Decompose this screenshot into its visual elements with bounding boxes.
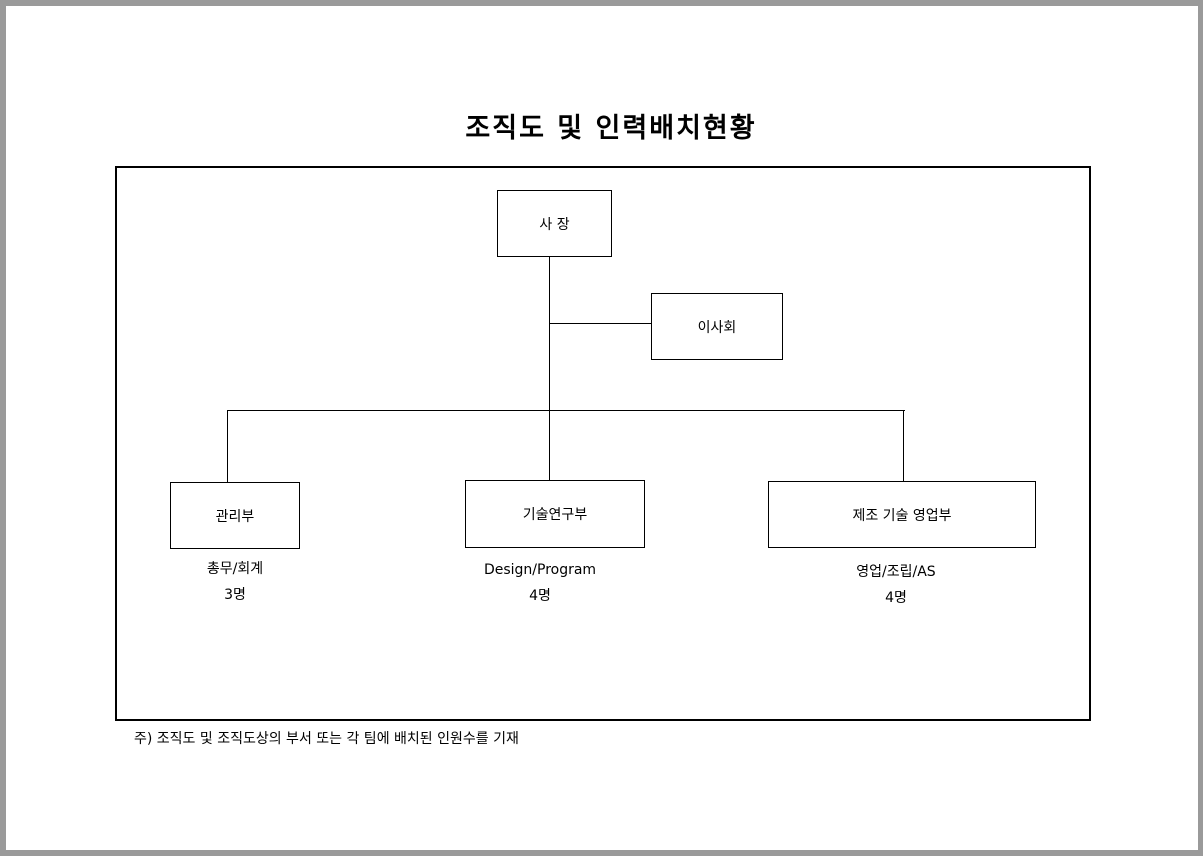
departments-horizontal-connector xyxy=(227,410,905,411)
research-dept-role: Design/Program xyxy=(483,562,597,578)
manufacturing-dept-box: 제조 기술 영업부 xyxy=(768,481,1036,548)
admin-dept-box: 관리부 xyxy=(170,482,300,549)
document-page: 조직도 및 인력배치현황 사 장 이사회 관리부 기술연구부 제조 기술 영업부… xyxy=(6,6,1198,850)
research-dept-label: 기술연구부 xyxy=(522,507,588,523)
admin-dept-role: 총무/회계 xyxy=(206,561,264,577)
manufacturing-dept-role: 영업/조립/AS xyxy=(856,564,936,580)
research-dept-headcount: 4명 xyxy=(529,588,551,604)
ceo-vertical-connector xyxy=(549,256,550,481)
org-chart-frame xyxy=(115,166,1091,721)
research-dept-caption: Design/Program 4명 xyxy=(465,557,615,609)
admin-dept-connector xyxy=(227,410,228,482)
admin-dept-caption: 총무/회계 3명 xyxy=(170,556,300,608)
ceo-box: 사 장 xyxy=(497,190,612,257)
admin-dept-label: 관리부 xyxy=(215,508,255,525)
ceo-label: 사 장 xyxy=(539,216,570,233)
manufacturing-dept-connector xyxy=(903,410,904,481)
board-label: 이사회 xyxy=(697,319,737,336)
footnote: 주) 조직도 및 조직도상의 부서 또는 각 팀에 배치된 인원수를 기재 xyxy=(134,731,519,747)
manufacturing-dept-caption: 영업/조립/AS 4명 xyxy=(821,559,971,611)
manufacturing-dept-headcount: 4명 xyxy=(885,590,907,606)
board-box: 이사회 xyxy=(651,293,783,360)
manufacturing-dept-label: 제조 기술 영업부 xyxy=(852,507,952,524)
page-title: 조직도 및 인력배치현황 xyxy=(465,113,757,144)
research-dept-box: 기술연구부 xyxy=(465,480,645,548)
admin-dept-headcount: 3명 xyxy=(224,587,246,603)
board-connector xyxy=(549,323,651,324)
